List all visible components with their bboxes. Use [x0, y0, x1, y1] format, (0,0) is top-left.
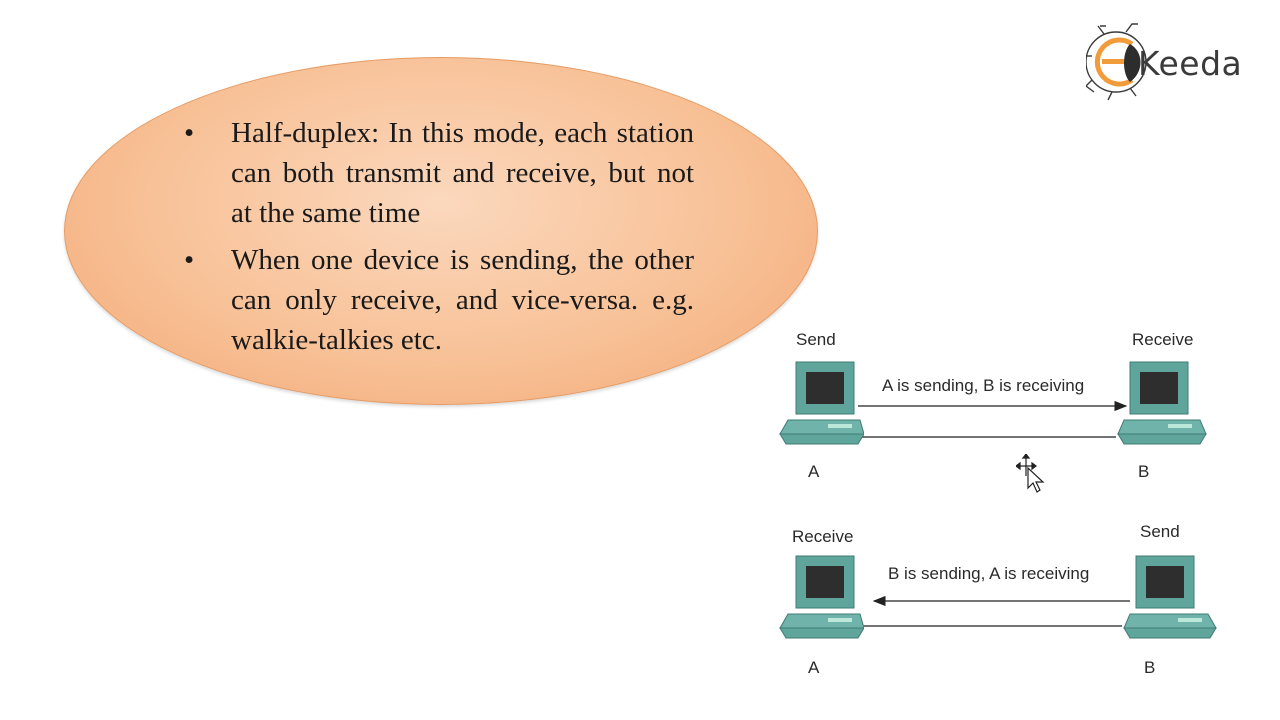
ekeeda-logo	[1084, 22, 1256, 102]
computer-icon	[779, 361, 864, 445]
bullet-dot: •	[184, 244, 195, 276]
bottom-right-role-label: Send	[1140, 522, 1180, 541]
bottom-arrow-label: B is sending, A is receiving	[888, 564, 1090, 583]
computer-icon	[779, 555, 864, 639]
computer-icon	[1117, 361, 1207, 445]
logo-wordmark: Keeda	[1138, 44, 1243, 83]
bottom-right-name: B	[1144, 658, 1156, 677]
bullet-item: • Half-duplex: In this mode, each statio…	[184, 113, 694, 233]
top-arrow-label: A is sending, B is receiving	[882, 376, 1085, 395]
top-left-name: A	[808, 462, 820, 481]
bottom-left-name: A	[808, 658, 820, 677]
computer-icon	[1123, 555, 1217, 639]
definition-ellipse	[64, 57, 818, 405]
top-right-name: B	[1138, 462, 1150, 481]
top-left-role-label: Send	[796, 330, 836, 349]
diagram-links	[858, 400, 1130, 627]
bullet-list: • Half-duplex: In this mode, each statio…	[184, 113, 694, 367]
bullet-item: • When one device is sending, the other …	[184, 240, 694, 360]
bullet-text: Half-duplex: In this mode, each station …	[231, 117, 694, 229]
bullet-text: When one device is sending, the other ca…	[231, 244, 694, 356]
half-duplex-diagram: Send Receive A is sending, B is receivin…	[770, 320, 1230, 677]
bullet-dot: •	[184, 117, 195, 149]
top-right-role-label: Receive	[1132, 330, 1194, 349]
move-cursor-icon	[1016, 454, 1045, 493]
logo-mark-icon	[1084, 23, 1147, 101]
bottom-left-role-label: Receive	[792, 527, 854, 546]
